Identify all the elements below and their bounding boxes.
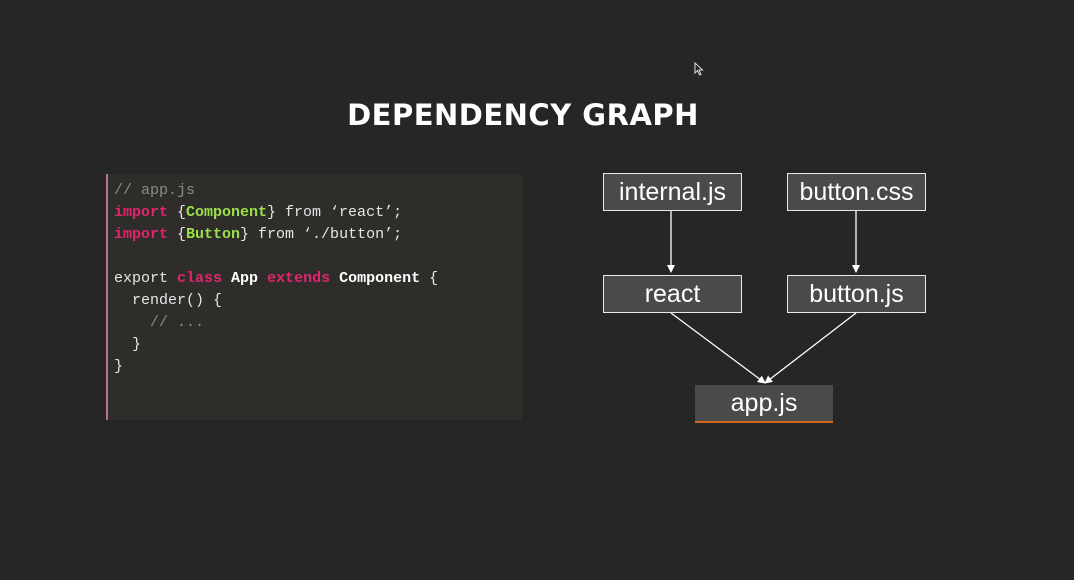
code-line: export class App extends Component { <box>114 270 438 287</box>
mouse-cursor-icon <box>694 62 704 76</box>
code-token: } from ‘react’; <box>267 204 403 221</box>
code-line: } <box>114 358 123 375</box>
code-token: export <box>114 270 178 287</box>
code-token: } <box>114 336 142 353</box>
code-token: // ... <box>114 314 205 331</box>
code-token: Component <box>339 270 421 287</box>
code-line: render() { <box>114 292 222 309</box>
node-button-js: button.js <box>787 275 926 313</box>
edge-react-to-app <box>670 312 766 384</box>
edge-buttonjs-to-app <box>764 312 857 384</box>
node-button-css: button.css <box>787 173 926 211</box>
code-token: } from ‘./button’; <box>240 226 403 243</box>
code-line: import {Component} from ‘react’; <box>114 204 402 221</box>
node-app-js: app.js <box>695 385 833 423</box>
code-token: import <box>114 204 169 221</box>
code-token: { <box>168 226 187 243</box>
code-line: import {Button} from ‘./button’; <box>114 226 402 243</box>
code-token: App <box>231 270 259 287</box>
code-token: extends <box>267 270 331 287</box>
node-internal-js: internal.js <box>603 173 742 211</box>
code-token: } <box>114 358 124 375</box>
slide-title: DEPENDENCY GRAPH <box>347 98 699 132</box>
code-line: // app.js <box>114 182 195 199</box>
node-react: react <box>603 275 742 313</box>
code-token: render() { <box>114 292 223 309</box>
code-line: } <box>114 336 141 353</box>
code-panel: // app.js import {Component} from ‘react… <box>106 174 522 420</box>
code-line: // ... <box>114 314 204 331</box>
code-block: // app.js import {Component} from ‘react… <box>114 180 438 378</box>
code-token: Button <box>186 226 241 243</box>
code-token: Component <box>186 204 268 221</box>
code-token: import <box>114 226 169 243</box>
code-token: class <box>177 270 223 287</box>
code-token: { <box>168 204 187 221</box>
code-token: { <box>420 270 439 287</box>
code-token: // app.js <box>114 182 196 199</box>
